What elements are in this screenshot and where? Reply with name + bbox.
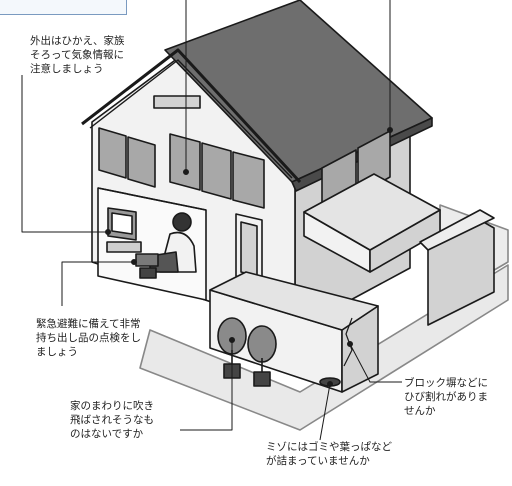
callout-wind-objects: 家のまわりに吹き 飛ばされそうなも のはないですか bbox=[70, 400, 154, 440]
callout-emergency-kit: 緊急避難に備えて非常 持ち出し品の点検をし ましょう bbox=[36, 318, 141, 358]
potted-tree-icon bbox=[217, 317, 277, 387]
attic-vent bbox=[153, 95, 201, 109]
roof-front-edge bbox=[81, 48, 302, 184]
callout-ditch: ミゾにはゴミや葉っぱなど が詰まっていませんか bbox=[266, 441, 392, 467]
callout-go-out: 外出はひかえ、家族 そろって気象情報に 注意しましょう bbox=[30, 35, 125, 75]
balcony-top bbox=[303, 173, 441, 251]
leader-lines bbox=[21, 0, 402, 441]
callout-block-wall: ブロック塀などに ひび割れがありま せんか bbox=[404, 377, 488, 417]
upper-shutters bbox=[98, 127, 265, 209]
emergency-kit bbox=[135, 253, 159, 279]
header-tab bbox=[0, 0, 127, 15]
television-icon bbox=[106, 207, 142, 253]
